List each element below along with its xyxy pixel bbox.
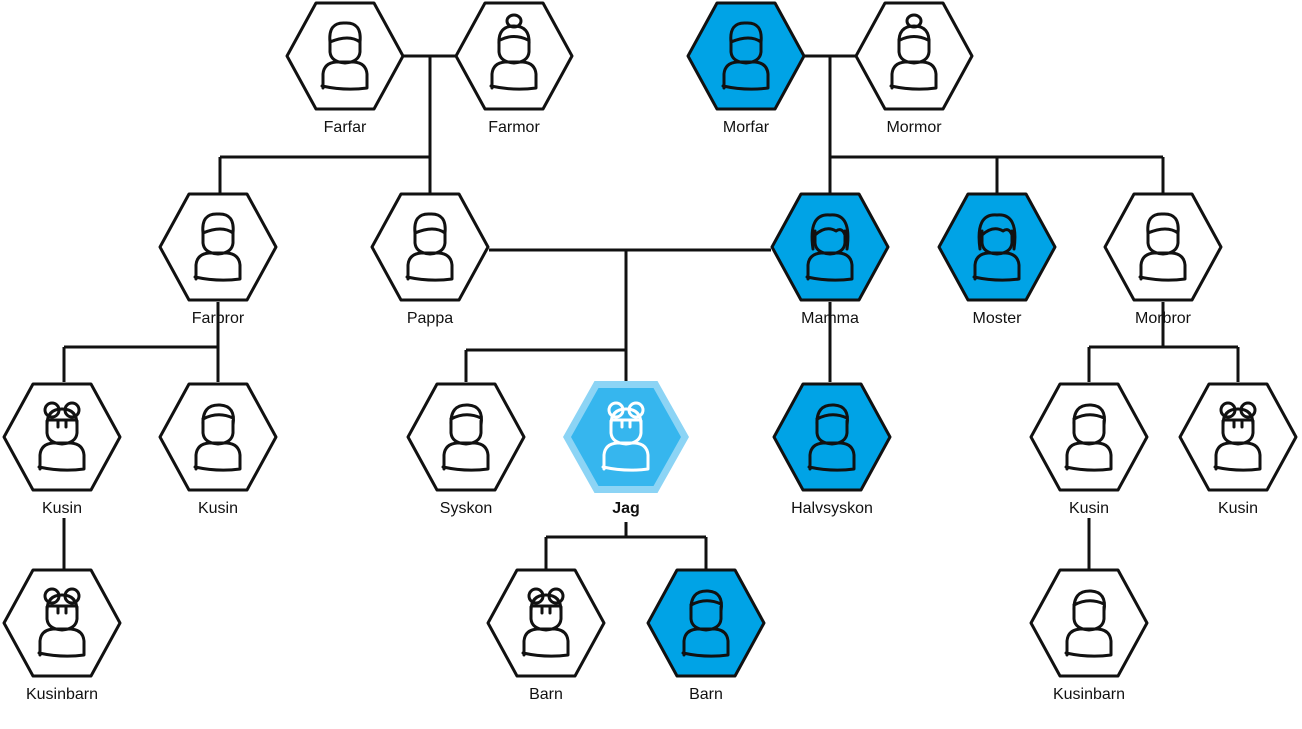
hexagon-frame — [454, 1, 574, 111]
person-label: Kusin — [1218, 500, 1258, 517]
hexagon-frame — [1178, 382, 1298, 492]
hexagon-frame — [770, 192, 890, 302]
person-label: Kusin — [1069, 500, 1109, 517]
person-node-jag: Jag — [563, 381, 689, 517]
person-label: Farbror — [192, 310, 245, 327]
woman-bun-icon — [889, 13, 938, 91]
hexagon-frame — [1103, 192, 1223, 302]
person-label: Kusinbarn — [1053, 686, 1125, 703]
person-label: Farfar — [324, 119, 367, 136]
person-node-kusinbarn-1: Kusinbarn — [2, 568, 122, 703]
person-node-farbror: Farbror — [158, 192, 278, 327]
hexagon-frame — [370, 192, 490, 302]
person-label: Morbror — [1135, 310, 1192, 327]
boy-icon — [193, 403, 242, 472]
person-node-farfar: Farfar — [285, 1, 405, 136]
hexagon-frame — [686, 1, 806, 111]
person-label: Halvsyskon — [791, 500, 873, 517]
person-label: Morfar — [723, 119, 770, 136]
person-node-halvsyskon: Halvsyskon — [772, 382, 892, 517]
person-node-kusin-4: Kusin — [1178, 382, 1298, 517]
person-node-mamma: Mamma — [770, 192, 890, 327]
hexagon-frame — [486, 568, 606, 678]
person-label: Pappa — [407, 310, 453, 327]
hexagon-frame — [158, 192, 278, 302]
boy-icon — [1064, 589, 1113, 658]
person-label: Moster — [973, 310, 1023, 327]
boy-icon — [807, 403, 856, 472]
person-node-farmor: Farmor — [454, 1, 574, 136]
person-label: Farmor — [488, 119, 540, 136]
person-node-syskon: Syskon — [406, 382, 526, 517]
hexagon-frame — [937, 192, 1057, 302]
man-icon — [405, 212, 454, 282]
hexagon-frame — [646, 568, 766, 678]
person-node-kusin-3: Kusin — [1029, 382, 1149, 517]
hexagon-frame — [1029, 568, 1149, 678]
person-label: Mamma — [801, 310, 859, 327]
person-label: Jag — [612, 500, 640, 517]
person-node-morbror: Morbror — [1103, 192, 1223, 327]
person-node-pappa: Pappa — [370, 192, 490, 327]
person-label: Barn — [529, 686, 563, 703]
person-node-morfar: Morfar — [686, 1, 806, 136]
boy-icon — [681, 589, 730, 658]
man-icon — [721, 21, 770, 91]
person-node-barn-1: Barn — [486, 568, 606, 703]
hexagon-frame — [285, 1, 405, 111]
woman-icon — [805, 213, 854, 282]
girl-icon — [521, 587, 570, 658]
person-node-mormor: Mormor — [854, 1, 974, 136]
person-node-barn-2: Barn — [646, 568, 766, 703]
person-node-kusin-1: Kusin — [2, 382, 122, 517]
hexagon-frame — [2, 382, 122, 492]
man-icon — [320, 21, 369, 91]
boy-icon — [1064, 403, 1113, 472]
person-label: Kusin — [42, 500, 82, 517]
person-node-kusin-2: Kusin — [158, 382, 278, 517]
person-label: Kusinbarn — [26, 686, 98, 703]
person-label: Kusin — [198, 500, 238, 517]
person-label: Syskon — [440, 500, 492, 517]
person-node-kusinbarn-2: Kusinbarn — [1029, 568, 1149, 703]
hexagon-frame — [772, 382, 892, 492]
girl-icon — [1213, 401, 1262, 472]
hexagon-frame — [571, 388, 681, 486]
hexagon-frame — [1029, 382, 1149, 492]
person-label: Mormor — [886, 119, 942, 136]
hexagon-frame — [406, 382, 526, 492]
woman-icon — [972, 213, 1021, 282]
woman-bun-icon — [489, 13, 538, 91]
boy-icon — [441, 403, 490, 472]
girl-icon — [601, 401, 650, 472]
connector-lines — [62, 54, 1240, 570]
hexagon-frame — [158, 382, 278, 492]
hexagon-frame — [854, 1, 974, 111]
man-icon — [1138, 212, 1187, 282]
girl-icon — [37, 401, 86, 472]
person-label: Barn — [689, 686, 723, 703]
person-node-moster: Moster — [937, 192, 1057, 327]
man-icon — [193, 212, 242, 282]
hexagon-frame — [2, 568, 122, 678]
girl-icon — [37, 587, 86, 658]
